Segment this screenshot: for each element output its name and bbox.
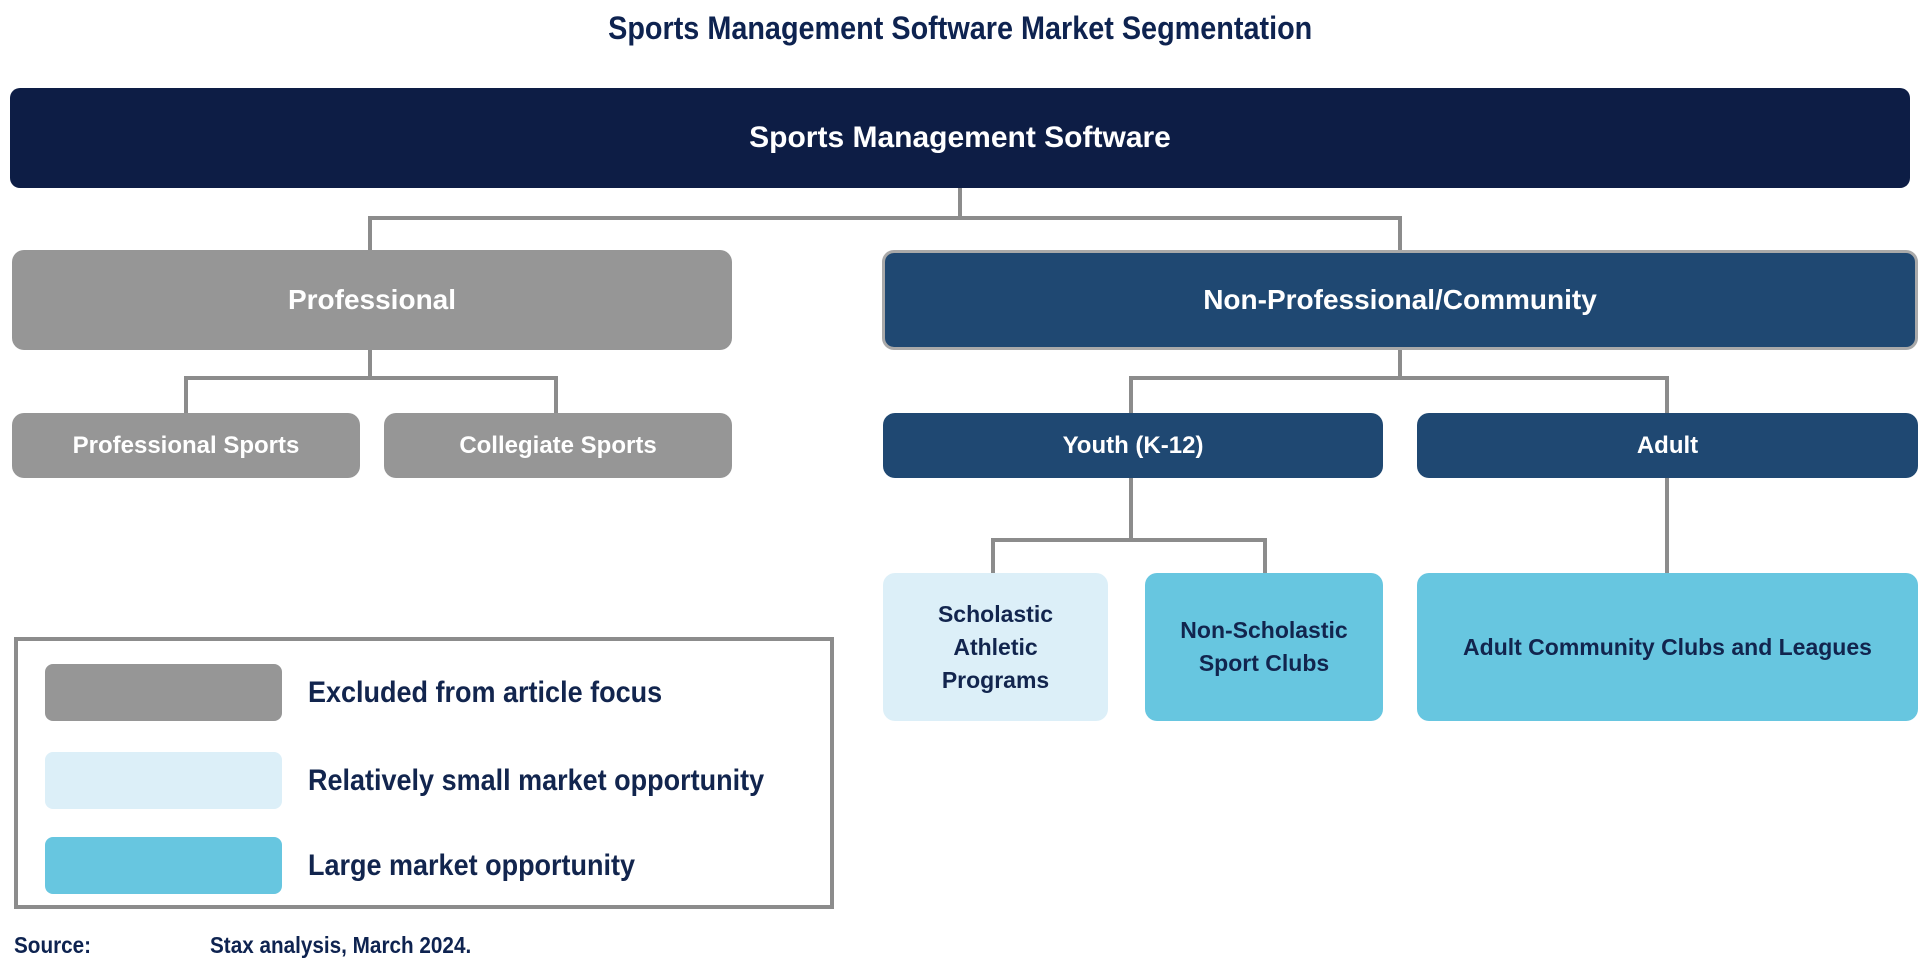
- connector-nonprofessional-stem: [1398, 350, 1402, 380]
- legend-label: Large market opportunity: [308, 837, 671, 894]
- connector-drop-nonprofessional: [1398, 216, 1402, 250]
- node-label: Adult Community Clubs and Leagues: [1463, 633, 1872, 660]
- source-label-text: Source:: [14, 932, 92, 958]
- node-label: Professional Sports: [72, 431, 300, 459]
- node-professional-sports: Professional Sports: [12, 413, 360, 478]
- connector-youth-stem: [1129, 478, 1133, 542]
- node-scholastic-athletic-programs: Scholastic Athletic Programs: [883, 573, 1108, 721]
- legend-label: Relatively small market opportunity: [308, 752, 815, 809]
- source-text-content: Stax analysis, March 2024.: [210, 932, 472, 958]
- connector-drop-adult: [1665, 376, 1669, 413]
- node-label: Non-Scholastic Sport Clubs: [1180, 617, 1348, 676]
- legend-swatch-lightblue: [45, 752, 282, 809]
- node-collegiate-sports: Collegiate Sports: [384, 413, 732, 478]
- connector-adult-stem: [1665, 478, 1669, 573]
- source-text: Stax analysis, March 2024.: [210, 932, 500, 959]
- node-non-professional-community: Non-Professional/Community: [882, 250, 1918, 350]
- legend-label-text: Large market opportunity: [308, 848, 636, 882]
- node-adult-community-clubs-and-leagues: Adult Community Clubs and Leagues: [1417, 573, 1918, 721]
- legend-swatch-cyan: [45, 837, 282, 894]
- legend-label-text: Excluded from article focus: [308, 675, 663, 709]
- connector-root-stem: [958, 188, 962, 220]
- diagram-title-text: Sports Management Software Market Segmen…: [607, 10, 1313, 46]
- node-youth-k12: Youth (K-12): [883, 413, 1383, 478]
- legend-row-small-market: Relatively small market opportunity: [18, 752, 830, 809]
- connector-professional-crossbar: [184, 376, 558, 380]
- node-non-scholastic-sport-clubs: Non-Scholastic Sport Clubs: [1145, 573, 1383, 721]
- legend-label-text: Relatively small market opportunity: [308, 763, 765, 797]
- legend-label: Excluded from article focus: [308, 664, 701, 721]
- legend-swatch-gray: [45, 664, 282, 721]
- connector-youth-crossbar: [991, 538, 1267, 542]
- node-label: Adult: [1636, 431, 1699, 459]
- legend: Excluded from article focus Relatively s…: [14, 637, 834, 909]
- node-label: Scholastic Athletic Programs: [937, 600, 1054, 693]
- connector-root-crossbar: [368, 216, 1402, 220]
- node-label: Youth (K-12): [1062, 431, 1204, 459]
- node-label: Sports Management Software: [749, 121, 1171, 154]
- connector-professional-stem: [368, 350, 372, 380]
- connector-drop-professional-sports: [184, 376, 188, 413]
- source-label: Source:: [14, 932, 100, 959]
- connector-drop-non-scholastic: [1263, 538, 1267, 573]
- diagram-title: Sports Management Software Market Segmen…: [0, 10, 1920, 47]
- connector-drop-youth: [1129, 376, 1133, 413]
- connector-drop-scholastic: [991, 538, 995, 573]
- node-professional: Professional: [12, 250, 732, 350]
- node-label: Professional: [287, 284, 457, 315]
- node-label: Collegiate Sports: [459, 431, 657, 459]
- node-adult: Adult: [1417, 413, 1918, 478]
- connector-nonprofessional-crossbar: [1129, 376, 1669, 380]
- node-label: Non-Professional/Community: [1203, 284, 1597, 315]
- connector-drop-professional: [368, 216, 372, 250]
- node-sports-management-software: Sports Management Software: [10, 88, 1910, 188]
- legend-row-large-market: Large market opportunity: [18, 837, 830, 894]
- legend-row-excluded: Excluded from article focus: [18, 664, 830, 721]
- connector-drop-collegiate-sports: [554, 376, 558, 413]
